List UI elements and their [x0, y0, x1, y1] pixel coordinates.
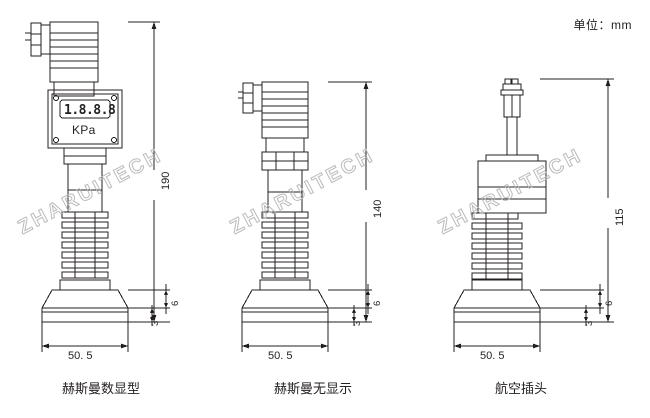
device-1-display-housing	[47, 89, 123, 149]
device-3-dim-height	[540, 78, 614, 323]
device-2-dim-flange	[328, 284, 372, 326]
device-3-flange-upper-dim-text: 6	[604, 300, 615, 306]
device-2-flange-lower-dim-text: 3	[352, 320, 363, 326]
device-3-clamp-flange	[453, 279, 541, 323]
device-1-dim-flange	[128, 284, 170, 326]
device-3-drawing	[453, 78, 614, 352]
device-3-dim-flange	[540, 284, 604, 326]
device-1-cable-gland	[25, 22, 51, 57]
device-2-caption: 赫斯曼无显示	[273, 381, 352, 396]
device-2-cable-gland	[238, 82, 263, 114]
device-3-flange-lower-dim-text: 3	[584, 320, 595, 326]
device-1-flange-upper-dim-text: 6	[170, 300, 181, 306]
device-3-aviation-plug	[500, 78, 524, 156]
device-1-height-dim-text: 190	[160, 171, 172, 190]
device-3-body	[477, 154, 547, 214]
device-1-drawing	[25, 21, 170, 352]
device-1-hirschmann-connector	[49, 21, 99, 97]
unit-note: 单位：mm	[573, 18, 632, 32]
device-1-dim-width	[41, 322, 129, 352]
device-1-width-dim-text: 50. 5	[68, 350, 93, 362]
device-1-dim-height	[128, 21, 160, 323]
device-2-dim-height	[328, 81, 372, 323]
device-2-clamp-flange	[241, 279, 329, 323]
device-2-width-dim-text: 50. 5	[268, 350, 293, 362]
device-2-hirschmann-connector	[261, 81, 309, 153]
device-3-width-dim-text: 50. 5	[480, 350, 505, 362]
device-2-height-dim-text: 140	[372, 199, 384, 218]
device-2-drawing	[238, 81, 372, 352]
device-3-finned-section	[471, 212, 523, 280]
display-unit-label: KPa	[72, 123, 96, 137]
device-3-height-dim-text: 115	[614, 208, 626, 226]
device-1-finned-section	[61, 211, 109, 279]
device-2-flange-upper-dim-text: 6	[372, 300, 383, 306]
device-2-dim-width	[241, 322, 329, 352]
lcd-digits: 1.8.8.8	[64, 103, 116, 118]
device-3-dim-width	[453, 322, 541, 352]
device-1-caption: 赫斯曼数显型	[61, 381, 140, 396]
device-1-clamp-flange	[41, 279, 129, 323]
device-1-process-neck	[63, 147, 107, 213]
device-3-caption: 航空插头	[494, 381, 547, 396]
device-2-finned-section	[261, 211, 309, 279]
device-2-process-neck	[261, 151, 309, 213]
device-1-flange-lower-dim-text: 3	[150, 320, 161, 326]
